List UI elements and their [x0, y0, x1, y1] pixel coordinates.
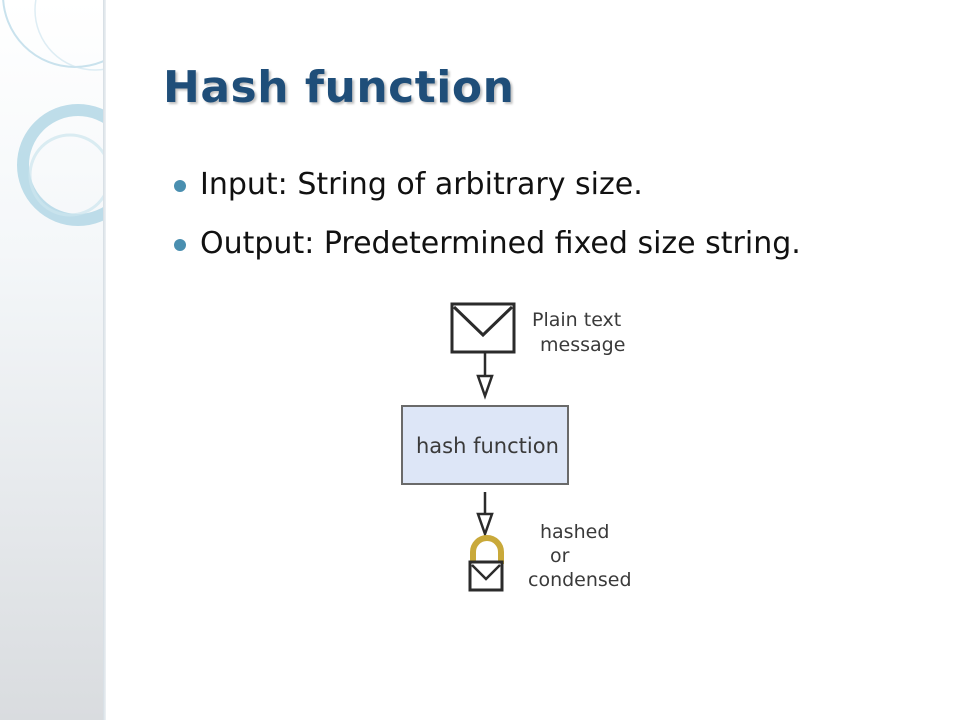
slide-title: Hash function: [163, 62, 515, 113]
decorative-side-band: [0, 0, 106, 720]
output-label-line1: hashed: [540, 521, 609, 543]
output-label-line3: condensed: [528, 569, 632, 591]
arrow-down-icon: [476, 352, 494, 400]
output-label-line2: or: [550, 545, 570, 567]
band-divider: [103, 0, 106, 720]
arrow-down-icon: [476, 492, 494, 538]
hash-function-diagram: Plain text message hash function hashed …: [401, 302, 632, 592]
bullet-dot-icon: [174, 239, 186, 251]
bullet-list: Input: String of arbitrary size. Output:…: [172, 166, 801, 284]
bullet-dot-icon: [174, 180, 186, 192]
bullet-text: Output: Predetermined fixed size string.: [200, 226, 801, 261]
envelope-icon: [450, 302, 516, 354]
bullet-item: Output: Predetermined fixed size string.: [172, 225, 801, 263]
decorative-circles: [2, 0, 106, 226]
bullet-text: Input: String of arbitrary size.: [200, 167, 643, 202]
input-label-line1: Plain text: [532, 309, 621, 331]
bullet-item: Input: String of arbitrary size.: [172, 166, 801, 204]
process-label: hash function: [416, 434, 559, 458]
input-label-line2: message: [540, 334, 625, 356]
lock-icon: [468, 535, 504, 592]
hash-function-box: hash function: [401, 405, 569, 485]
